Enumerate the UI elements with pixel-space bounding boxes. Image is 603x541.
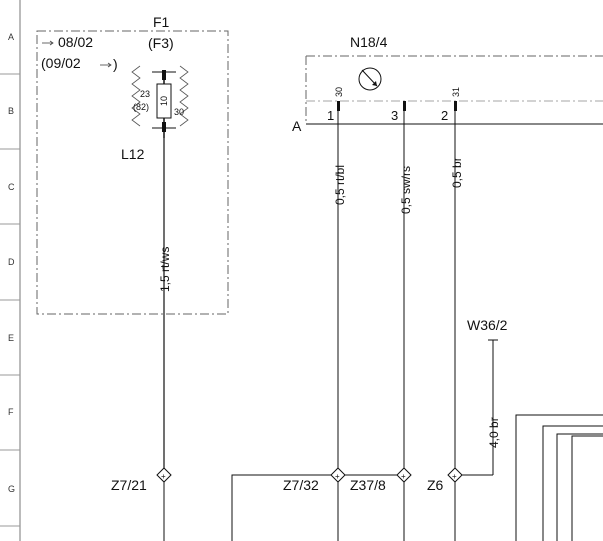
junction-z7-21: + Z7/21 <box>111 467 172 493</box>
fuse-until-note: (09/02 <box>41 55 81 71</box>
fuse-terminal-23: 23 <box>140 89 150 99</box>
junction-label-z6: Z6 <box>427 477 444 493</box>
junction-z37-8: + Z37/8 <box>350 467 412 493</box>
fuse-alt-name: (F3) <box>148 35 174 51</box>
fuse-box: F1 (F3) 08/02 (09/02 ) 23 (82) 10 <box>36 14 229 315</box>
fuse-terminal-82: (82) <box>133 102 149 112</box>
sensor-pin-3: 3 <box>391 108 398 123</box>
sensor-icon <box>358 67 382 91</box>
svg-text:+: + <box>335 472 340 481</box>
arrow-right-icon <box>42 40 54 46</box>
junction-z6: + Z6 <box>427 467 463 493</box>
row-label-e: E <box>8 333 14 343</box>
row-label-a: A <box>8 32 14 42</box>
wire-label-5: 4,0 br <box>487 417 501 448</box>
wire-label-4: 0,5 br <box>450 157 464 188</box>
fuse-name: F1 <box>153 14 170 30</box>
fuse-connector: L12 <box>121 146 145 162</box>
junction-label-z7-32: Z7/32 <box>283 477 319 493</box>
junction-z7-32: + Z7/32 <box>283 467 346 493</box>
fuse-terminal-30: 30 <box>174 107 184 117</box>
junction-label-z7-21: Z7/21 <box>111 477 147 493</box>
fuse-symbol <box>131 65 189 138</box>
fuse-from-note: 08/02 <box>58 34 93 50</box>
row-label-f: F <box>8 407 14 417</box>
sensor-pin-number-30: 30 <box>334 87 344 97</box>
row-ruler: A B C D E F G <box>0 0 21 541</box>
row-label-b: B <box>8 106 14 116</box>
row-label-c: C <box>8 182 15 192</box>
fuse-until-paren: ) <box>113 56 118 72</box>
sensor-name: N18/4 <box>350 34 388 50</box>
junction-label-z37-8: Z37/8 <box>350 477 386 493</box>
sensor-pin-2: 2 <box>441 108 448 123</box>
wire-label-2: 0,5 rt/bl <box>333 165 347 205</box>
sensor-pin-1: 1 <box>327 108 334 123</box>
svg-text:+: + <box>161 472 166 481</box>
svg-text:+: + <box>452 472 457 481</box>
sensor-row-mark: A <box>292 118 302 134</box>
wire-label-3: 0,5 sw/rs <box>399 166 413 214</box>
fuse-terminal-10: 10 <box>159 96 169 106</box>
arrow-right-icon <box>100 62 112 68</box>
row-label-d: D <box>8 257 15 267</box>
wires <box>163 111 603 541</box>
ground-label: W36/2 <box>467 317 508 333</box>
svg-text:+: + <box>401 472 406 481</box>
wire-label-1: 1,5 rt/ws <box>158 247 172 292</box>
sensor-box: N18/4 A 30 31 1 3 2 <box>292 34 603 134</box>
row-label-g: G <box>8 484 15 494</box>
sensor-pin-number-31: 31 <box>451 87 461 97</box>
